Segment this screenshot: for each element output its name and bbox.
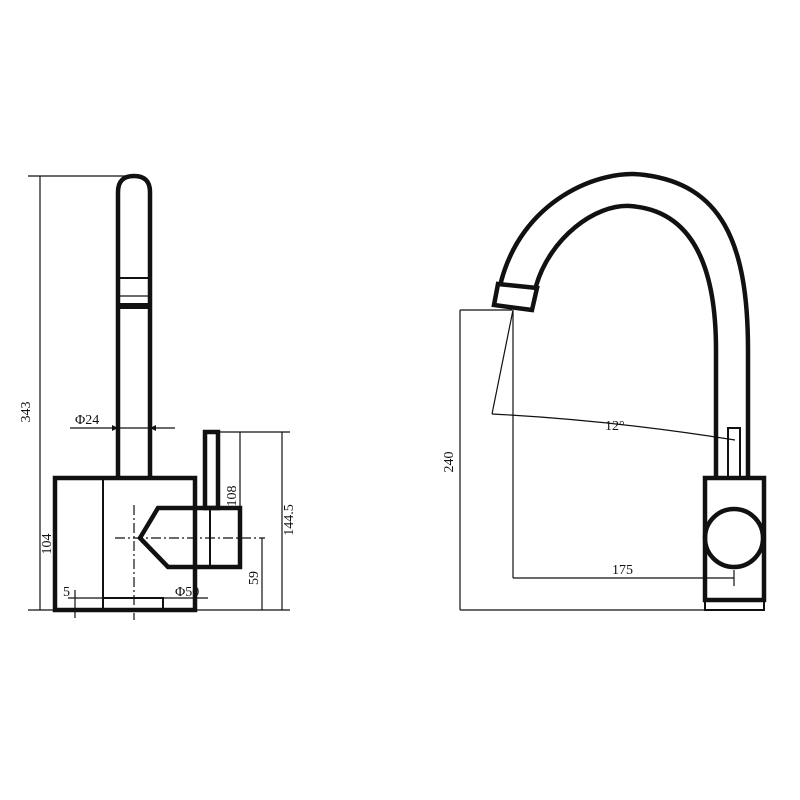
faucet-body: [52, 475, 198, 613]
dim-swing-angle: 12°: [605, 419, 625, 434]
spout-outlet: [491, 281, 540, 313]
front-view: 240 12° 175: [442, 171, 767, 611]
aerator: [118, 277, 150, 309]
dim-total-height: 343: [19, 402, 34, 423]
dim-lever-top-height: 144.5: [282, 504, 297, 536]
side-view: 343 Φ24 108 144.5 104 5 Φ50 59: [19, 173, 297, 620]
spout-tube: [115, 173, 153, 478]
dim-spout-diameter: Φ24: [75, 413, 99, 428]
dim-base-diameter: Φ50: [175, 585, 199, 600]
dim-reach: 175: [612, 563, 633, 578]
lever-knob: [702, 506, 766, 570]
front-base: [704, 599, 765, 611]
gooseneck-spout: [497, 171, 751, 480]
lever-handle: [202, 429, 221, 511]
dim-base-offset: 5: [63, 585, 70, 600]
dim-body-height: 104: [40, 534, 55, 555]
lever-swing-position: [727, 427, 741, 479]
dim-outlet-height: 240: [442, 452, 457, 473]
dim-lever-length: 108: [225, 486, 240, 507]
dim-lever-axis-height: 59: [247, 571, 262, 585]
